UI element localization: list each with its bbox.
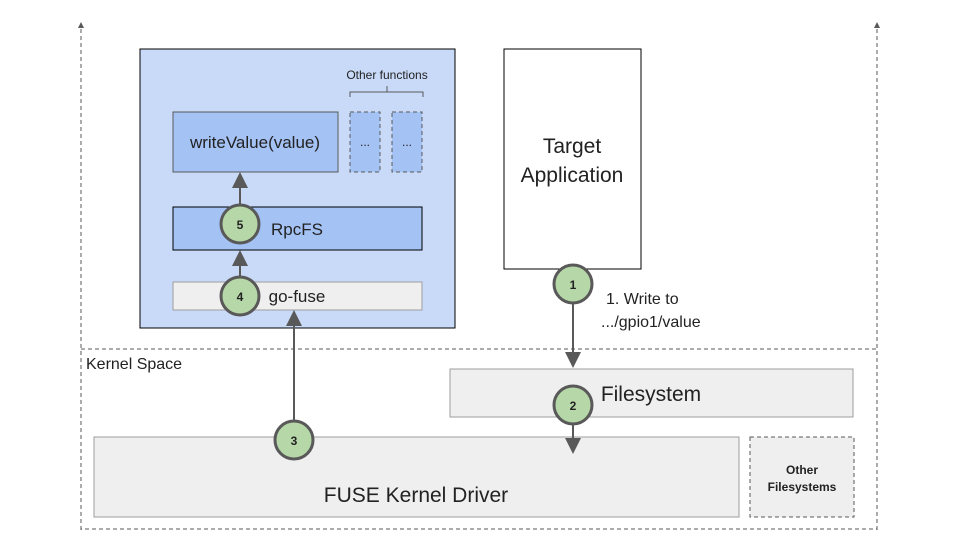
other-function-box: [391, 111, 423, 173]
kernel-space-label: Kernel Space: [86, 356, 182, 373]
step-4-number: 4: [237, 290, 244, 304]
rpcfs-label: RpcFS: [271, 220, 323, 239]
target-application-line1: Target: [543, 135, 602, 158]
other-filesystems-box: [749, 436, 855, 518]
fuse-kernel-driver-label: FUSE Kernel Driver: [324, 484, 508, 507]
rpcfs-box: [172, 206, 423, 251]
step-1-number: 1: [570, 278, 577, 292]
fuse-kernel-driver-box: [93, 436, 740, 518]
other-function-box: [349, 111, 381, 173]
step-5-number: 5: [237, 218, 244, 232]
write-value-label: writeValue(value): [189, 133, 320, 152]
other-function-placeholder: ...: [360, 135, 370, 149]
step-2-marker: 2: [552, 384, 594, 426]
other-function-placeholder: ...: [402, 135, 412, 149]
other-filesystems-line1: Other: [786, 463, 818, 477]
step-1-marker: 1: [552, 263, 594, 305]
gofuse-label: go-fuse: [269, 287, 326, 306]
write-note-line2: .../gpio1/value: [601, 314, 701, 331]
target-application-box: [503, 48, 642, 270]
gofuse-box: [172, 281, 423, 311]
filesystem-label: Filesystem: [601, 383, 701, 406]
filesystem-box: [449, 368, 854, 418]
other-functions-label: Other functions: [346, 68, 427, 82]
step-3-marker: 3: [273, 419, 315, 461]
other-filesystems-line2: Filesystems: [768, 480, 837, 494]
step-4-marker: 4: [219, 275, 261, 317]
step-5-marker: 5: [219, 203, 261, 245]
step-2-number: 2: [570, 399, 577, 413]
kernel-space-region: [80, 348, 878, 530]
write-note-line1: 1. Write to: [606, 291, 679, 308]
other-functions-brace: [349, 86, 424, 97]
write-value-box: [172, 111, 339, 173]
step-3-number: 3: [291, 434, 298, 448]
target-application-line2: Application: [521, 164, 624, 187]
